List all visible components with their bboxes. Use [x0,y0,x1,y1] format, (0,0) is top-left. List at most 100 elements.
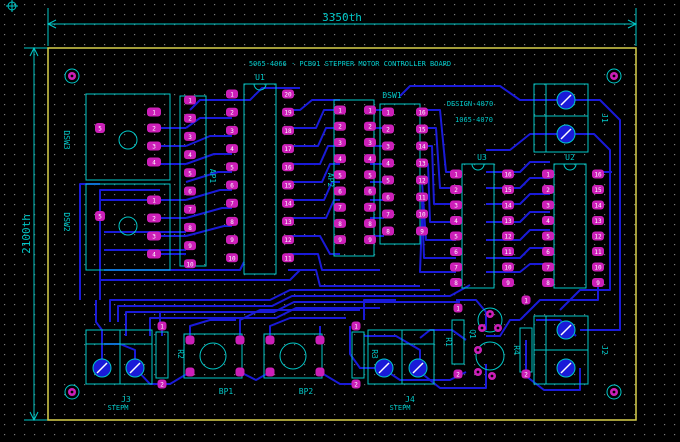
pad-number: 7 [338,205,342,212]
dsw3-outline [85,93,171,181]
pad-number: 16 [594,172,602,179]
pad-number: 3 [454,203,458,210]
dsw1-pad [416,209,428,219]
dsw1-pad [382,158,394,168]
u1-pad [282,107,294,117]
u2-pad [542,262,554,272]
label-j1: J1 [600,113,609,123]
u2-pad [592,247,604,256]
bp2-outline [263,333,323,379]
r2-outline [155,331,169,379]
pad-number: 10 [418,212,426,219]
pad-number: 2 [230,110,234,117]
pad-number: 8 [386,229,390,236]
pad-number: 11 [594,249,602,256]
pad-number: 4 [152,160,156,167]
dsw2-common-pad [95,211,105,221]
dsw3-pad [147,123,161,133]
bp2-pad [265,367,275,377]
screw-slot [560,362,572,374]
pad-number: 1 [546,172,550,179]
pad-number: 2 [188,116,192,123]
ap1-pad [184,204,196,214]
bp1-pad [185,367,195,377]
r1-pad [453,303,463,313]
board-note-1: DESIGN-4070 [447,100,493,108]
pad-number: 5 [546,234,550,241]
label-j4: J4 [405,395,415,404]
u1-pad [226,125,238,135]
ap2-pad [334,202,346,212]
u1-pad [226,235,238,245]
ap1-pad [184,95,196,105]
origin-marker [6,0,18,12]
pad-number: 4 [386,161,390,168]
pad-number: 3 [188,134,192,141]
pad-number: 16 [418,110,426,117]
pad-number: 17 [284,146,292,153]
ap1-pad [184,131,196,141]
dsw2-pad [147,249,161,259]
dsw3-hole-ring [118,130,138,150]
pad-number: 3 [230,128,234,135]
pad-number: 15 [418,127,426,134]
screw-slot [378,362,390,374]
bp1-pad [235,367,245,377]
pad-number: 13 [504,218,512,225]
u1-pad [282,253,294,263]
terminal-screws [92,90,576,378]
pad-number: 6 [454,249,458,256]
bp2-pad [315,335,325,345]
screw-slot [129,362,141,374]
pad-number: 10 [228,255,236,262]
pad-number: 1 [160,324,164,331]
pad-number: 8 [188,225,192,232]
dsw2-pad [147,213,161,223]
height-dimension-label: 2100th [20,214,33,254]
ap2-pad [364,137,376,147]
pad-number: 3 [152,234,156,241]
ap2-pad [334,105,346,115]
pad-number: 1 [454,172,458,179]
pad-number: 2 [454,187,458,194]
pad-number: 4 [368,156,372,163]
u2-pad [542,278,554,287]
drill-hole [612,390,616,394]
pad-number: 2 [152,216,156,223]
bp2-ring [279,342,307,370]
u1-pad [226,89,238,99]
u3-pad [502,169,514,179]
u1-pad [226,180,238,190]
drill-hole [70,74,74,78]
r1-pad [453,369,463,379]
pad-number: 5 [454,234,458,241]
silkscreen-layer [64,68,622,400]
u2-notch [563,163,577,171]
dsw1-pad [416,226,428,236]
u3-pad [502,231,514,241]
drill-hole [480,326,484,330]
dsw1-pad [416,158,428,168]
ap2-pad [334,170,346,180]
u3-pad [450,216,462,225]
r1-outline [451,319,465,365]
pad-number: 5 [98,214,102,221]
pad-number: 12 [504,234,512,241]
width-dimension [46,8,638,46]
ap2-pad [334,186,346,196]
pad-number: 11 [284,255,292,262]
pad-number: 8 [454,280,458,287]
u1-pad [282,125,294,135]
pad-number: 2 [546,187,550,194]
dsw1-pad [382,175,394,185]
screw-slot [560,324,572,336]
bp1-ring [199,342,227,370]
board-note-2: 1065-4070 [455,116,493,124]
label-r4: R4 [512,345,521,355]
pad-number: 8 [338,221,342,228]
pad-number: 4 [152,252,156,259]
pad-number: 7 [368,205,372,212]
pad-number: 7 [188,207,192,214]
